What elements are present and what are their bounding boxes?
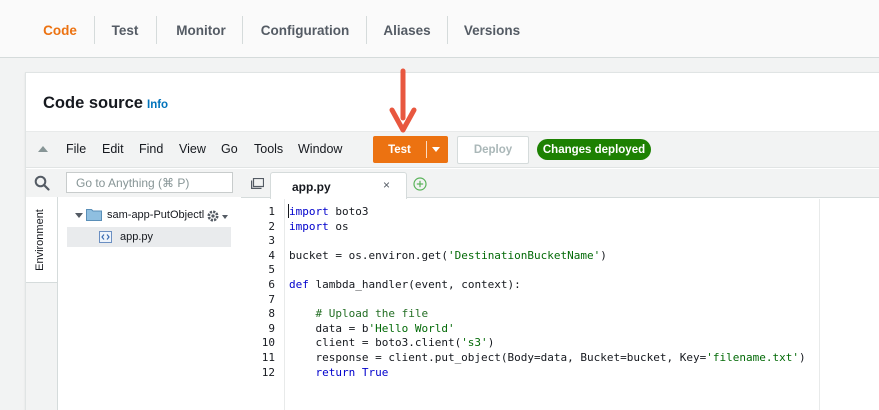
tab-list-icon[interactable]: [251, 178, 264, 189]
menu-go[interactable]: Go: [221, 142, 238, 156]
tab-divider: [366, 16, 367, 44]
tree-file-label[interactable]: app.py: [120, 231, 154, 243]
menu-tools[interactable]: Tools: [254, 142, 284, 156]
line-number: 7: [268, 293, 275, 306]
line-number: 9: [268, 322, 275, 335]
status-badge: Changes deployed: [537, 139, 651, 160]
code-line[interactable]: data = b'Hello World': [289, 322, 455, 335]
code-line[interactable]: def lambda_handler(event, context):: [289, 278, 521, 291]
code-line[interactable]: return True: [315, 366, 389, 379]
menu-file[interactable]: File: [66, 142, 87, 156]
folder-icon: [86, 209, 102, 221]
go-to-anything-input[interactable]: [66, 172, 233, 193]
tab-divider: [447, 16, 448, 44]
editor-file-tab[interactable]: [270, 172, 407, 199]
code-line[interactable]: import os: [289, 220, 349, 233]
line-number: 2: [268, 220, 275, 233]
line-number: 10: [261, 336, 275, 349]
ide-menubar: [26, 131, 879, 168]
line-number: 6: [268, 278, 275, 291]
environment-tab[interactable]: [26, 197, 57, 283]
info-link[interactable]: Info: [147, 99, 169, 111]
search-icon[interactable]: [34, 175, 50, 191]
line-number: 12: [261, 366, 275, 379]
tab-test[interactable]: Test: [111, 22, 139, 38]
tab-divider: [242, 16, 243, 44]
line-number: 8: [268, 307, 275, 320]
function-tabs: Code Test Monitor Configuration Aliases …: [0, 0, 879, 58]
deploy-button[interactable]: Deploy: [457, 136, 529, 164]
tab-code[interactable]: Code: [43, 22, 77, 38]
code-line[interactable]: client = boto3.client('s3'): [289, 336, 495, 349]
code-line[interactable]: # Upload the file: [315, 307, 429, 320]
annotation-arrow-icon: [389, 68, 417, 133]
folder-label[interactable]: sam-app-PutObjectl: [107, 209, 205, 221]
line-number: 4: [268, 249, 275, 262]
code-line[interactable]: import boto3: [289, 205, 369, 218]
code-file-icon: [99, 231, 112, 243]
menu-edit[interactable]: Edit: [102, 142, 124, 156]
line-number: 11: [261, 351, 275, 364]
line-number: 1: [268, 205, 275, 218]
add-tab-icon[interactable]: [413, 177, 427, 191]
line-number: 3: [268, 234, 275, 247]
code-editor[interactable]: [286, 199, 879, 410]
line-number: 5: [268, 263, 275, 276]
button-divider: [426, 141, 427, 158]
editor-file-tab-label[interactable]: app.py: [292, 180, 331, 194]
environment-tab-label[interactable]: Environment: [34, 209, 46, 271]
code-line[interactable]: response = client.put_object(Body=data, …: [289, 351, 806, 364]
menu-find[interactable]: Find: [139, 142, 164, 156]
tab-versions[interactable]: Versions: [463, 22, 521, 38]
test-button-label: Test: [388, 143, 411, 156]
tab-aliases[interactable]: Aliases: [383, 22, 431, 38]
chevron-down-icon[interactable]: [432, 147, 440, 152]
chevron-down-icon[interactable]: [75, 213, 83, 218]
panel-title: Code source: [43, 94, 143, 112]
menu-view[interactable]: View: [179, 142, 206, 156]
print-margin-line: [819, 199, 820, 410]
tab-monitor[interactable]: Monitor: [176, 22, 226, 38]
code-line[interactable]: bucket = os.environ.get('DestinationBuck…: [289, 249, 607, 262]
test-button[interactable]: Test: [373, 136, 448, 163]
menu-window[interactable]: Window: [298, 142, 343, 156]
close-icon[interactable]: ×: [383, 178, 391, 192]
tab-divider: [156, 16, 157, 44]
line-number-gutter: [241, 199, 285, 410]
chevron-down-icon[interactable]: [222, 215, 228, 219]
gear-icon[interactable]: [206, 209, 220, 223]
collapse-icon[interactable]: [38, 146, 48, 152]
text-cursor: [288, 204, 289, 218]
tab-divider: [94, 16, 95, 44]
tab-configuration[interactable]: Configuration: [260, 22, 350, 38]
